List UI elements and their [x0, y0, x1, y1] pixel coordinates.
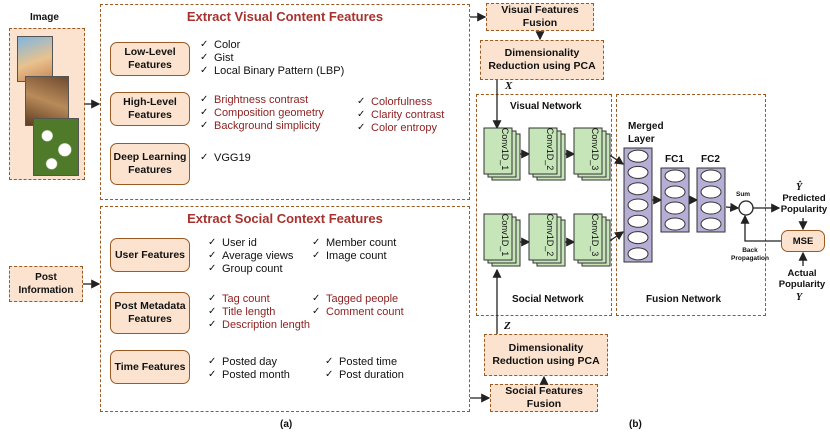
caption-a: (a)	[280, 419, 293, 430]
check-icon: ✓	[312, 306, 321, 317]
pca-top-box: Dimensionality Reduction using PCA	[480, 40, 604, 80]
feature-brightness-contrast: Brightness contrast	[214, 94, 309, 106]
feature-user-id: User id	[222, 237, 257, 249]
low-level-features-box: Low-Level Features	[110, 42, 190, 76]
feature-colorfulness: Colorfulness	[371, 96, 433, 108]
check-icon: ✓	[325, 356, 334, 367]
actual-symbol: Y	[796, 292, 803, 303]
merged-layer-label: Merged Layer	[628, 121, 664, 145]
visual-section-title: Extract Visual Content Features	[186, 9, 384, 24]
feature-tagged-people: Tagged people	[326, 293, 399, 305]
feature-background-simplicity: Background simplicity	[214, 120, 321, 132]
check-icon: ✓	[357, 96, 366, 107]
feature-posted-time: Posted time	[339, 356, 398, 368]
feature-posted-month: Posted month	[222, 369, 290, 381]
time-features-box: Time Features	[110, 350, 190, 384]
check-icon: ✓	[200, 65, 209, 76]
check-icon: ✓	[208, 369, 217, 380]
visual-conv-3-label: Conv1D_3	[590, 127, 600, 171]
visual-features-fusion-box: Visual Features Fusion	[486, 3, 594, 31]
pca-bottom-box: Dimensionality Reduction using PCA	[484, 334, 608, 376]
fc1-label: FC1	[665, 154, 684, 165]
image-label: Image	[30, 12, 59, 23]
feature-composition-geometry: Composition geometry	[214, 107, 325, 119]
feature-vgg19: VGG19	[214, 152, 251, 164]
check-icon: ✓	[200, 107, 209, 118]
check-icon: ✓	[357, 122, 366, 133]
visual-conv-2-label: Conv1D_2	[545, 127, 555, 171]
check-icon: ✓	[208, 319, 217, 330]
mse-box: MSE	[781, 230, 825, 252]
visual-conv-1-label: Conv1D_1	[500, 127, 510, 171]
check-icon: ✓	[208, 293, 217, 304]
photo-daisies	[33, 118, 79, 176]
feature-clarity-contrast: Clarity contrast	[371, 109, 445, 121]
feature-description-length: Description length	[222, 319, 311, 331]
feature-average-views: Average views	[222, 250, 294, 262]
check-icon: ✓	[208, 306, 217, 317]
social-section-title: Extract Social Context Features	[187, 211, 383, 226]
cnn-networks-section	[476, 94, 612, 316]
feature-posted-day: Posted day	[222, 356, 278, 368]
feature-group-count: Group count	[222, 263, 283, 275]
fusion-network-title: Fusion Network	[646, 294, 722, 305]
social-conv-2-label: Conv1D_2	[545, 213, 555, 257]
actual-popularity-label: Actual Popularity	[778, 268, 826, 290]
check-icon: ✓	[200, 39, 209, 50]
social-features-section	[100, 206, 470, 412]
check-icon: ✓	[200, 52, 209, 63]
check-icon: ✓	[208, 237, 217, 248]
deep-learning-features-box: Deep Learning Features	[110, 143, 190, 185]
feature-tag-count: Tag count	[222, 293, 270, 305]
social-features-fusion-box: Social Features Fusion	[490, 384, 598, 412]
visual-network-title: Visual Network	[510, 101, 582, 112]
photo-child	[17, 36, 53, 82]
x-label: X	[505, 80, 513, 92]
fc2-label: FC2	[701, 154, 720, 165]
feature-post-duration: Post duration	[339, 369, 404, 381]
fusion-network-section	[616, 94, 766, 316]
check-icon: ✓	[200, 120, 209, 131]
check-icon: ✓	[200, 94, 209, 105]
feature-image-count: Image count	[326, 250, 387, 262]
check-icon: ✓	[312, 293, 321, 304]
high-level-features-box: High-Level Features	[110, 92, 190, 126]
check-icon: ✓	[208, 250, 217, 261]
check-icon: ✓	[357, 109, 366, 120]
feature-color: Color	[214, 39, 241, 51]
back-propagation-label: Back Propagation	[731, 247, 769, 262]
z-label: Z	[504, 320, 511, 332]
social-conv-3-label: Conv1D_3	[590, 213, 600, 257]
check-icon: ✓	[312, 237, 321, 248]
feature-member-count: Member count	[326, 237, 397, 249]
feature-lbp: Local Binary Pattern (LBP)	[214, 65, 345, 77]
predicted-popularity-label: Predicted Popularity	[780, 193, 828, 215]
user-features-box: User Features	[110, 238, 190, 272]
visual-features-section	[100, 4, 470, 200]
check-icon: ✓	[200, 152, 209, 163]
feature-gist: Gist	[214, 52, 234, 64]
social-conv-1-label: Conv1D_1	[500, 213, 510, 257]
post-information-box: Post Information	[9, 266, 83, 302]
predicted-symbol: Ŷ	[796, 182, 803, 193]
check-icon: ✓	[312, 250, 321, 261]
feature-comment-count: Comment count	[326, 306, 404, 318]
feature-color-entropy: Color entropy	[371, 122, 438, 134]
caption-b: (b)	[629, 419, 642, 430]
social-network-title: Social Network	[512, 294, 584, 305]
check-icon: ✓	[325, 369, 334, 380]
sum-label: Sum	[736, 191, 751, 198]
check-icon: ✓	[208, 263, 217, 274]
feature-title-length: Title length	[222, 306, 276, 318]
check-icon: ✓	[208, 356, 217, 367]
post-metadata-features-box: Post Metadata Features	[110, 292, 190, 334]
